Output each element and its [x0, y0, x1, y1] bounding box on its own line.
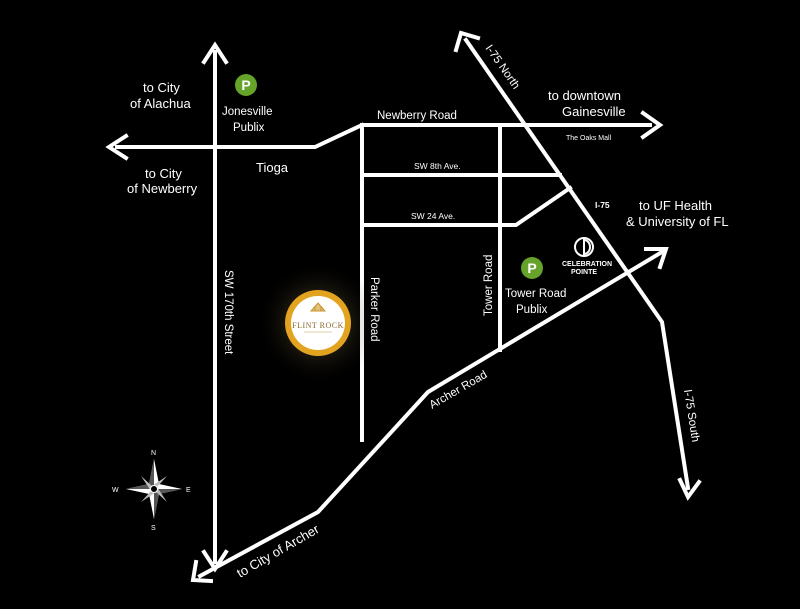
flint-rock-label: FLINT ROCK: [292, 321, 344, 330]
flint-rock-badge: [291, 296, 345, 350]
arrow-north-icon: [201, 41, 229, 65]
i75-road: [463, 37, 691, 491]
tower-publix-label-line1: Tower Road: [505, 288, 566, 300]
flint-rock-logo: [309, 302, 327, 312]
arrow-archer-icon: [190, 559, 214, 584]
tioga-label: Tioga: [256, 160, 289, 175]
uf-label-line1: to UF Health: [639, 198, 712, 213]
celebration-label-line1: CELEBRATION: [562, 261, 612, 268]
sw-170th-street-label: SW 170th Street: [222, 270, 234, 355]
jonesville-publix-label-line1: Jonesville: [222, 106, 273, 118]
celebration-label-line2: POINTE: [571, 269, 597, 276]
compass-s-label: S: [151, 525, 156, 532]
publix-p-glyph: P: [241, 77, 250, 93]
publix-p-icon: [521, 257, 543, 279]
compass-w-label: W: [112, 487, 119, 494]
celebration-pointe-logo: [574, 237, 594, 257]
tower-publix-label-line2: Publix: [516, 304, 548, 316]
road-arrowheads: [105, 30, 702, 584]
celebration-pointe-marker: CELEBRATION POINTE: [562, 237, 612, 276]
arrow-west-icon: [105, 133, 129, 161]
gainesville-label-line1: to downtown: [548, 88, 621, 103]
newberry-label-line1: to City: [145, 166, 182, 181]
arrow-i75-south-icon: [677, 477, 702, 501]
arrow-uf-icon: [644, 247, 669, 270]
archer-road-line: [197, 249, 665, 579]
compass-n-label: N: [151, 450, 156, 457]
road-network: [115, 37, 691, 579]
tower-road-label: Tower Road: [483, 255, 495, 316]
alachua-label-line1: to City: [143, 80, 180, 95]
i75-label: I-75: [595, 200, 610, 210]
sw-8th-ave-label: SW 8th Ave.: [414, 161, 461, 171]
i75-south-label: I-75 South: [681, 389, 701, 443]
sw-24th-ave-label: SW 24 Ave.: [411, 211, 455, 221]
jonesville-publix-label-line2: Publix: [233, 122, 265, 134]
tower-road-publix-marker: P Tower Road Publix: [505, 257, 566, 316]
newberry-label-line2: of Newberry: [127, 181, 198, 196]
compass-rose-icon: [126, 459, 182, 519]
uf-label-line2: & University of FL: [626, 214, 729, 229]
flint-rock-marker: FLINT ROCK: [256, 261, 380, 385]
gainesville-label-line2: Gainesville: [562, 104, 626, 119]
oaks-mall-label: The Oaks Mall: [566, 135, 612, 142]
arrow-i75-north-icon: [453, 30, 481, 53]
jonesville-publix-marker: P Jonesville Publix: [222, 74, 273, 134]
i75-north-label: I-75 North: [483, 43, 522, 92]
publix-p-icon: [235, 74, 257, 96]
arrow-east-icon: [640, 110, 664, 140]
publix-p-glyph: P: [527, 260, 536, 276]
sw-24th-ave-road: [360, 185, 573, 227]
arrow-south-icon: [201, 549, 229, 573]
newberry-road-label: Newberry Road: [377, 110, 457, 122]
compass-e-label: E: [186, 487, 191, 494]
alachua-label-line2: of Alachua: [130, 96, 191, 111]
west-road: [115, 122, 365, 149]
